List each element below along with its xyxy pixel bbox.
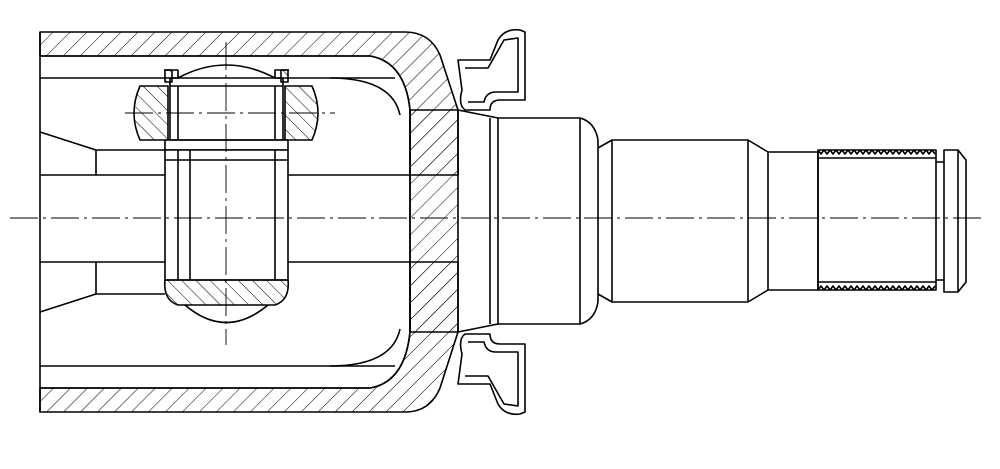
spider-body <box>164 149 289 281</box>
spider-arm <box>164 139 289 151</box>
shaft-thread <box>817 149 937 291</box>
flange-lower-inner <box>465 341 519 407</box>
thread-teeth-top <box>817 149 936 155</box>
housing-inner-bore <box>40 55 411 389</box>
shaft-spline <box>768 151 819 291</box>
flange-upper-inner <box>465 37 519 103</box>
retainer-clip-left-hatch <box>164 69 173 83</box>
shaft-collar <box>457 109 599 333</box>
flange-lower <box>457 333 526 416</box>
housing-track-upper-curve <box>329 77 401 116</box>
housing-track-lower-curve <box>329 328 401 367</box>
shaft-main <box>597 139 769 303</box>
roller-top-dome <box>177 64 276 79</box>
retainer-clip-right-hatch <box>280 69 289 83</box>
shaft-tip <box>936 149 967 293</box>
roller-bottom-dome <box>184 304 269 324</box>
housing-bottom-web <box>409 109 459 333</box>
entry-cone-upper <box>39 131 97 151</box>
spider-lower-hub <box>163 279 290 306</box>
thread-teeth-bottom <box>817 285 936 291</box>
flange-upper <box>457 28 526 111</box>
entry-cone-lower <box>39 293 97 313</box>
